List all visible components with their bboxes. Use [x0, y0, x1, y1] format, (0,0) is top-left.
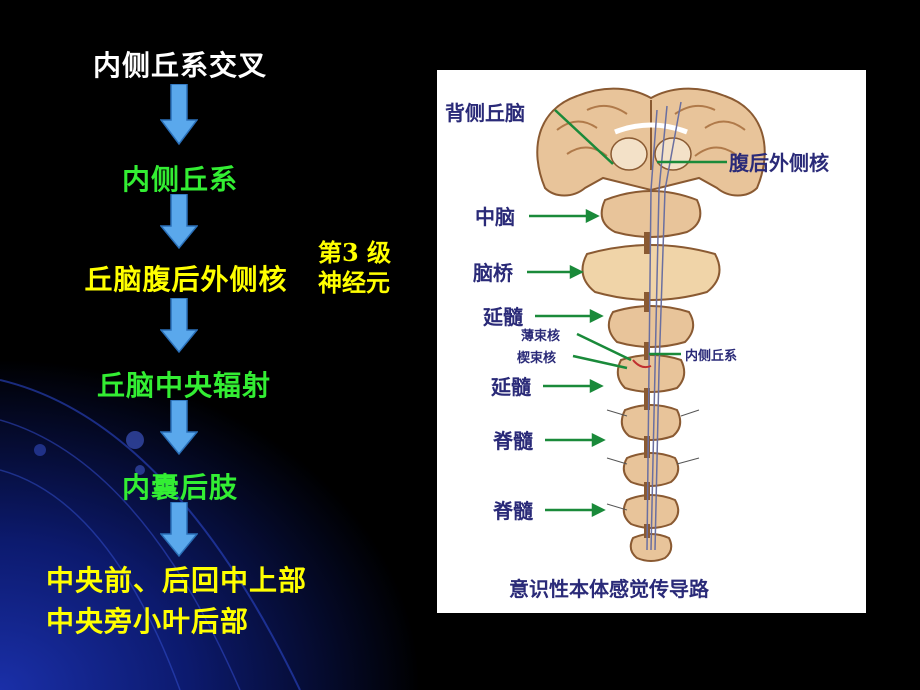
down-arrow-icon — [160, 194, 198, 250]
step-thalamic-central-radiation: 丘脑中央辐射 — [96, 369, 272, 402]
pathway-flowchart: 内侧丘系交叉 内侧丘系 丘脑腹后外侧核 丘脑中央辐射 内囊后肢 — [0, 0, 430, 690]
label-midbrain: 中脑 — [475, 205, 515, 229]
tract-lines — [606, 101, 700, 551]
down-arrow-icon — [160, 84, 198, 146]
down-arrow-icon — [160, 502, 198, 558]
down-arrow-icon — [160, 400, 198, 456]
label-vpl-nucleus: 腹后外侧核 — [729, 151, 829, 175]
label-medial-lemniscus: 内侧丘系 — [685, 348, 737, 364]
ending-line-1: 中央前、后回中上部 — [46, 564, 308, 597]
step-internal-capsule-posterior-limb: 内囊后肢 — [121, 471, 239, 504]
ending-line-2: 中央旁小叶后部 — [46, 605, 250, 638]
note-line-2: 神经元 — [318, 268, 390, 297]
label-medulla-upper: 延髓 — [482, 305, 524, 329]
step-thalamus-vpl-nucleus: 丘脑腹后外侧核 — [84, 263, 288, 296]
pathway-illustration: 背侧丘脑 腹后外侧核 中脑 脑桥 延髓 薄束核 楔束核 内侧丘系 延髓 脊髓 脊… — [437, 70, 866, 613]
label-cuneate-nucleus: 楔束核 — [517, 350, 556, 366]
label-dorsal-thalamus: 背侧丘脑 — [445, 101, 525, 125]
step-medial-lemniscus-decussation: 内侧丘系交叉 — [92, 49, 268, 82]
cortical-destination: 中央前、后回中上部 中央旁小叶后部 — [46, 560, 307, 642]
note-line-1: 第3 级 — [318, 238, 392, 267]
third-order-neuron-note: 第3 级 神经元 — [318, 238, 391, 298]
label-spinal-cord-1: 脊髓 — [492, 429, 534, 453]
figure-caption: 意识性本体感觉传导路 — [509, 577, 710, 601]
label-pons: 脑桥 — [473, 261, 514, 285]
label-gracile-nucleus: 薄束核 — [521, 328, 560, 344]
step-medial-lemniscus: 内侧丘系 — [121, 163, 239, 196]
label-pointers — [527, 109, 727, 518]
label-spinal-cord-2: 脊髓 — [492, 499, 534, 523]
down-arrow-icon — [160, 298, 198, 354]
brain-section — [536, 87, 766, 197]
anatomy-drawing: 背侧丘脑 腹后外侧核 中脑 脑桥 延髓 薄束核 楔束核 内侧丘系 延髓 脊髓 脊… — [445, 87, 829, 601]
label-medulla-lower: 延髓 — [490, 375, 532, 399]
